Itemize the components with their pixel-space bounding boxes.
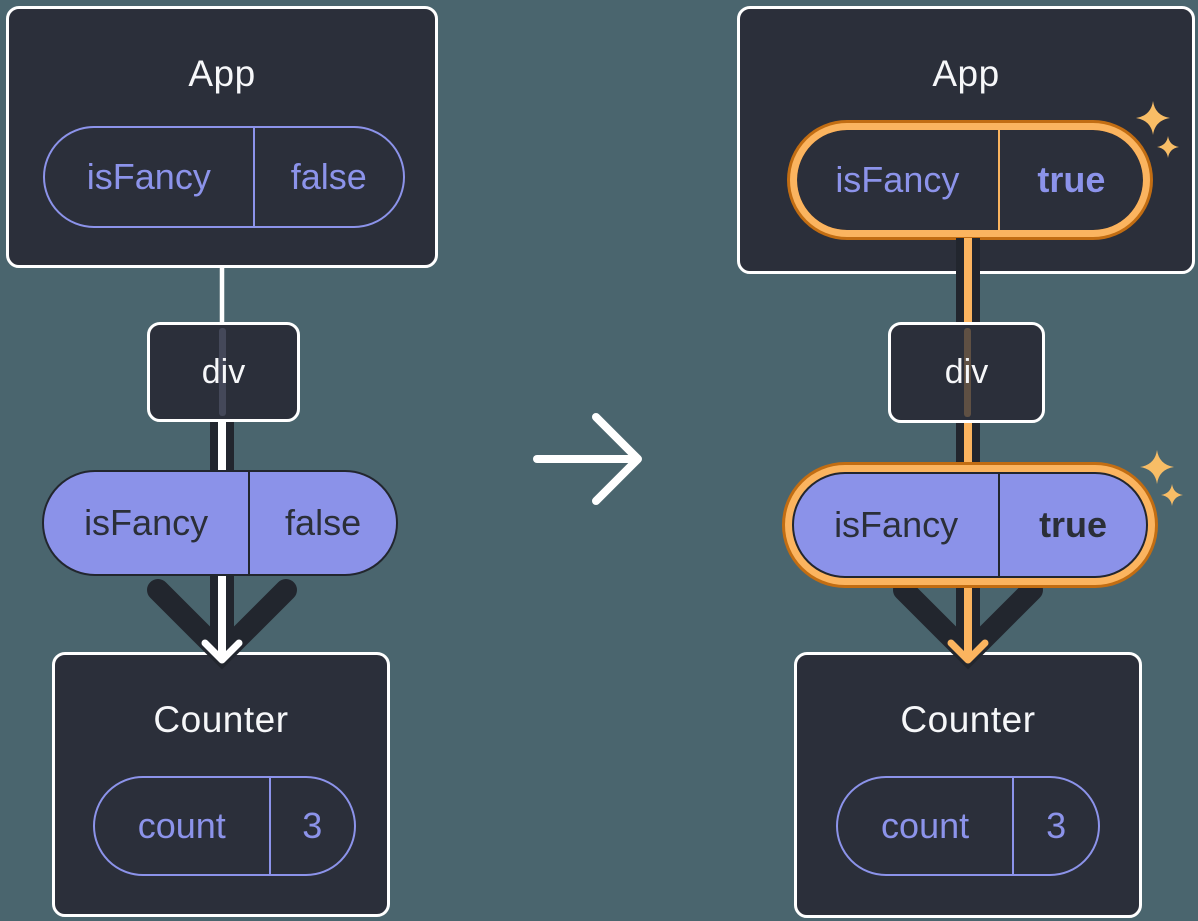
prop-line-behind-div	[219, 328, 226, 416]
counter-title: Counter	[153, 699, 289, 740]
div-label: div	[201, 352, 246, 391]
state-key: count	[137, 805, 226, 846]
arrow-right-icon	[533, 413, 642, 505]
prop-value: false	[248, 472, 396, 574]
app-title: App	[188, 53, 256, 94]
app-title: App	[932, 53, 1000, 94]
counter-title: Counter	[900, 699, 1036, 740]
prop-arrow-chevron	[147, 579, 297, 670]
state-value: false	[252, 128, 403, 226]
state-value: 3	[1012, 778, 1098, 874]
state-value: true	[997, 130, 1143, 230]
counter-card: Counter count 3	[794, 652, 1142, 918]
app-state-pill: isFancy false	[43, 126, 405, 228]
sparkle-small	[1161, 484, 1183, 506]
div-node: div	[888, 322, 1045, 423]
count-state-pill: count 3	[93, 776, 356, 876]
app-card: App isFancy true	[737, 6, 1195, 274]
counter-card: Counter count 3	[52, 652, 390, 917]
state-key: count	[881, 805, 970, 846]
prop-key: isFancy	[84, 502, 209, 543]
div-label: div	[944, 353, 989, 391]
count-state-pill: count 3	[836, 776, 1100, 876]
prop-pill: isFancy false	[42, 470, 398, 576]
prop-arrow-chevron	[893, 579, 1043, 670]
state-key: isFancy	[835, 159, 960, 200]
state-key: isFancy	[86, 156, 211, 197]
arrow-head	[592, 413, 642, 505]
div-node: div	[147, 322, 300, 422]
state-value: 3	[268, 778, 354, 874]
prop-pill-highlighted: isFancy true	[792, 472, 1148, 578]
app-state-pill-highlighted: isFancy true	[797, 130, 1143, 230]
prop-value: true	[998, 474, 1146, 576]
prop-key: isFancy	[834, 504, 959, 545]
app-card: App isFancy false	[6, 6, 438, 268]
